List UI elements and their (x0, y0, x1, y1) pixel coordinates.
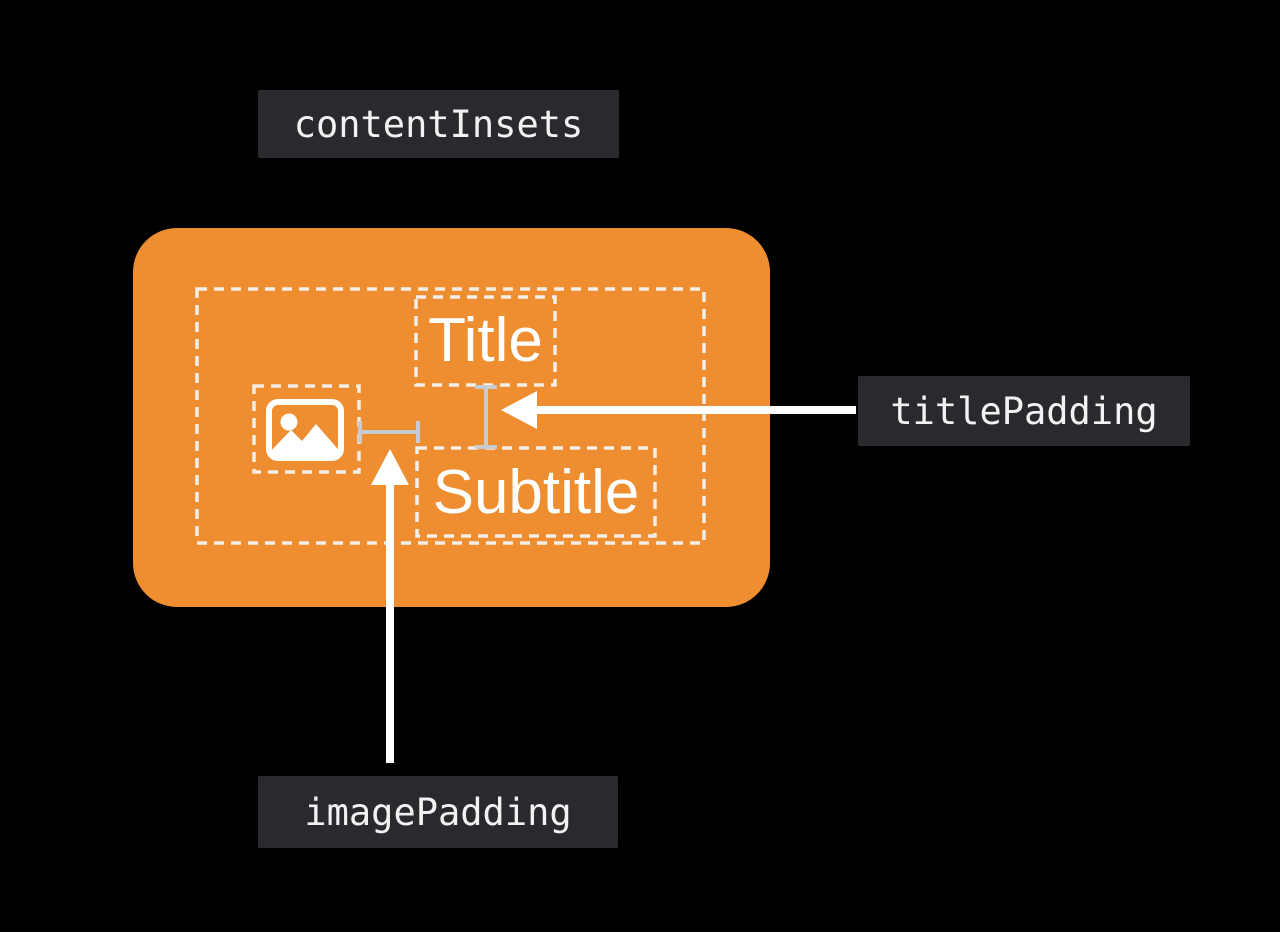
image-padding-label: imagePadding (258, 776, 618, 848)
subtitle-text: Subtitle (432, 458, 640, 527)
content-insets-label: contentInsets (258, 90, 619, 158)
notification-card (133, 228, 770, 607)
title-padding-label: titlePadding (858, 376, 1190, 446)
title-text: Title (428, 306, 543, 375)
